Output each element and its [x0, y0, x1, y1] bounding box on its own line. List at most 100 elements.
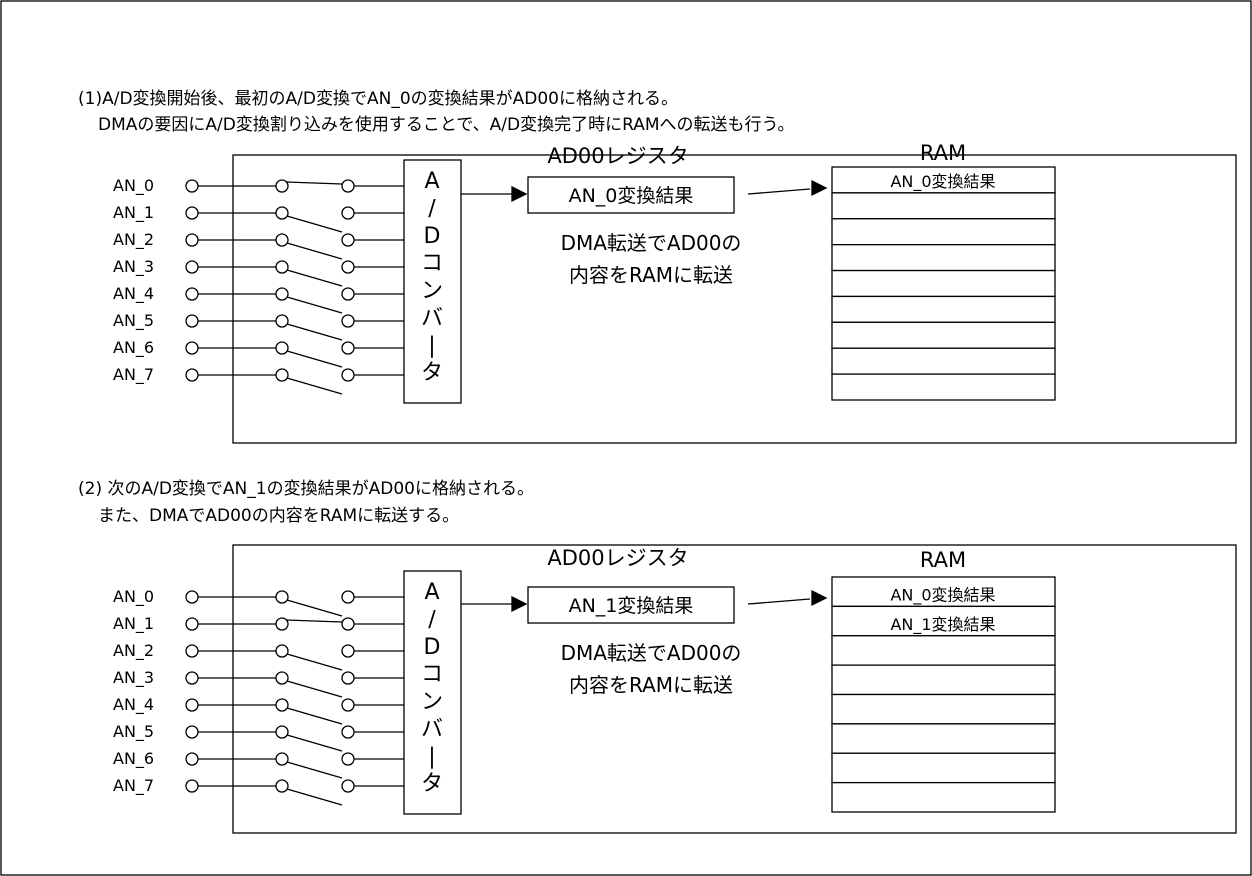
- switch-output-contact: [341, 179, 355, 193]
- ram-cell: [831, 321, 1056, 349]
- adc-converter-box: [403, 159, 462, 404]
- pin-terminal: [185, 725, 199, 739]
- ram-cell: [831, 244, 1056, 272]
- pin-label: AN_2: [113, 641, 154, 661]
- adc-label-char: ン: [421, 690, 443, 715]
- switch-blade-open: [286, 350, 343, 368]
- register-to-ram-line: [747, 188, 811, 195]
- pin-label: AN_4: [113, 284, 154, 304]
- switch-input-contact: [275, 779, 289, 793]
- switch-blade-open: [286, 788, 343, 806]
- ram-title: RAM: [920, 548, 966, 572]
- switch-input-contact: [275, 752, 289, 766]
- ram-cell: [831, 723, 1056, 754]
- switch-output-contact: [341, 260, 355, 274]
- ram-cell: [831, 635, 1056, 666]
- pin-terminal: [185, 671, 199, 685]
- ram-title: RAM: [920, 141, 966, 165]
- switch-blade-closed: [285, 619, 343, 623]
- switch-output-contact: [341, 779, 355, 793]
- switch-output-contact: [341, 752, 355, 766]
- transfer-note-line: 内容をRAMに転送: [569, 263, 733, 287]
- ram-cell: [831, 166, 1056, 194]
- pin-terminal: [185, 260, 199, 274]
- panel-frame: [232, 544, 1237, 834]
- adc-label-char: バ: [421, 306, 443, 331]
- switch-input-contact: [275, 206, 289, 220]
- switch-output-contact: [341, 590, 355, 604]
- switch-input-contact: [275, 341, 289, 355]
- transfer-note-line: DMA転送でAD00の: [561, 641, 742, 665]
- adc-label-char: タ: [421, 361, 443, 386]
- switch-input-contact: [275, 233, 289, 247]
- register-box: [527, 586, 735, 624]
- switch-input-contact: [275, 698, 289, 712]
- switch-input-contact: [275, 671, 289, 685]
- transfer-note-line: 内容をRAMに転送: [569, 673, 733, 697]
- adc-label-char: コ: [421, 662, 443, 687]
- pin-terminal: [185, 752, 199, 766]
- adc-label-char: タ: [421, 772, 443, 797]
- ram-cell: [831, 295, 1056, 323]
- pin-label: AN_3: [113, 257, 154, 277]
- adc-label-char: バ: [421, 717, 443, 742]
- pin-label: AN_3: [113, 668, 154, 688]
- pin-label: AN_7: [113, 365, 154, 385]
- switch-input-contact: [275, 260, 289, 274]
- pin-label: AN_7: [113, 776, 154, 796]
- switch-output-contact: [341, 368, 355, 382]
- switch-output-contact: [341, 314, 355, 328]
- switch-blade-open: [286, 323, 343, 341]
- switch-blade-open: [286, 680, 343, 698]
- adc-label-char: D: [424, 224, 441, 249]
- ram-cell-value: AN_0変換結果: [890, 172, 995, 192]
- switch-output-contact: [341, 341, 355, 355]
- switch-blade-open: [286, 242, 343, 260]
- switch-output-contact: [341, 206, 355, 220]
- pin-terminal: [185, 206, 199, 220]
- pin-label: AN_6: [113, 338, 154, 358]
- pin-label: AN_1: [113, 614, 154, 634]
- switch-blade-open: [286, 734, 343, 752]
- ram-cell: [831, 347, 1056, 375]
- switch-output-contact: [341, 233, 355, 247]
- pin-label: AN_0: [113, 587, 154, 607]
- ram-cell: [831, 693, 1056, 725]
- adc-label-char: /: [428, 196, 436, 221]
- pin-terminal: [185, 698, 199, 712]
- pin-terminal: [185, 368, 199, 382]
- adc-label-char: |: [428, 744, 435, 769]
- ram-cell: [831, 373, 1056, 401]
- pin-label: AN_0: [113, 176, 154, 196]
- switch-blade-open: [286, 653, 343, 671]
- ram-cell: [831, 664, 1056, 696]
- transfer-note-line: DMA転送でAD00の: [561, 231, 742, 255]
- pin-terminal: [185, 341, 199, 355]
- register-to-ram-line: [747, 598, 811, 605]
- pin-terminal: [185, 644, 199, 658]
- register-value: AN_1変換結果: [569, 595, 694, 617]
- ram-cell-value: AN_0変換結果: [890, 585, 995, 605]
- switch-blade-open: [286, 215, 343, 233]
- switch-blade-open: [286, 377, 343, 395]
- switch-output-contact: [341, 671, 355, 685]
- switch-input-contact: [275, 314, 289, 328]
- pin-label: AN_5: [113, 311, 154, 331]
- register-title: AD00レジスタ: [547, 144, 688, 168]
- switch-output-contact: [341, 698, 355, 712]
- pin-terminal: [185, 179, 199, 193]
- adc-label-char: コ: [421, 251, 443, 276]
- pin-terminal: [185, 314, 199, 328]
- switch-blade-open: [286, 296, 343, 314]
- adc-to-register-arrowhead: [511, 185, 528, 203]
- switch-blade-open: [286, 707, 343, 725]
- caption-line: また、DMAでAD00の内容をRAMに転送する。: [98, 506, 459, 526]
- switch-input-contact: [275, 368, 289, 382]
- switch-blade-closed: [285, 181, 343, 185]
- pin-label: AN_5: [113, 722, 154, 742]
- pin-label: AN_6: [113, 749, 154, 769]
- caption-line: DMAの要因にA/D変換割り込みを使用することで、A/D変換完了時にRAMへの転…: [98, 114, 795, 135]
- register-title: AD00レジスタ: [547, 546, 688, 570]
- caption-line: (1)A/D変換開始後、最初のA/D変換でAN_0の変換結果がAD00に格納され…: [78, 89, 678, 109]
